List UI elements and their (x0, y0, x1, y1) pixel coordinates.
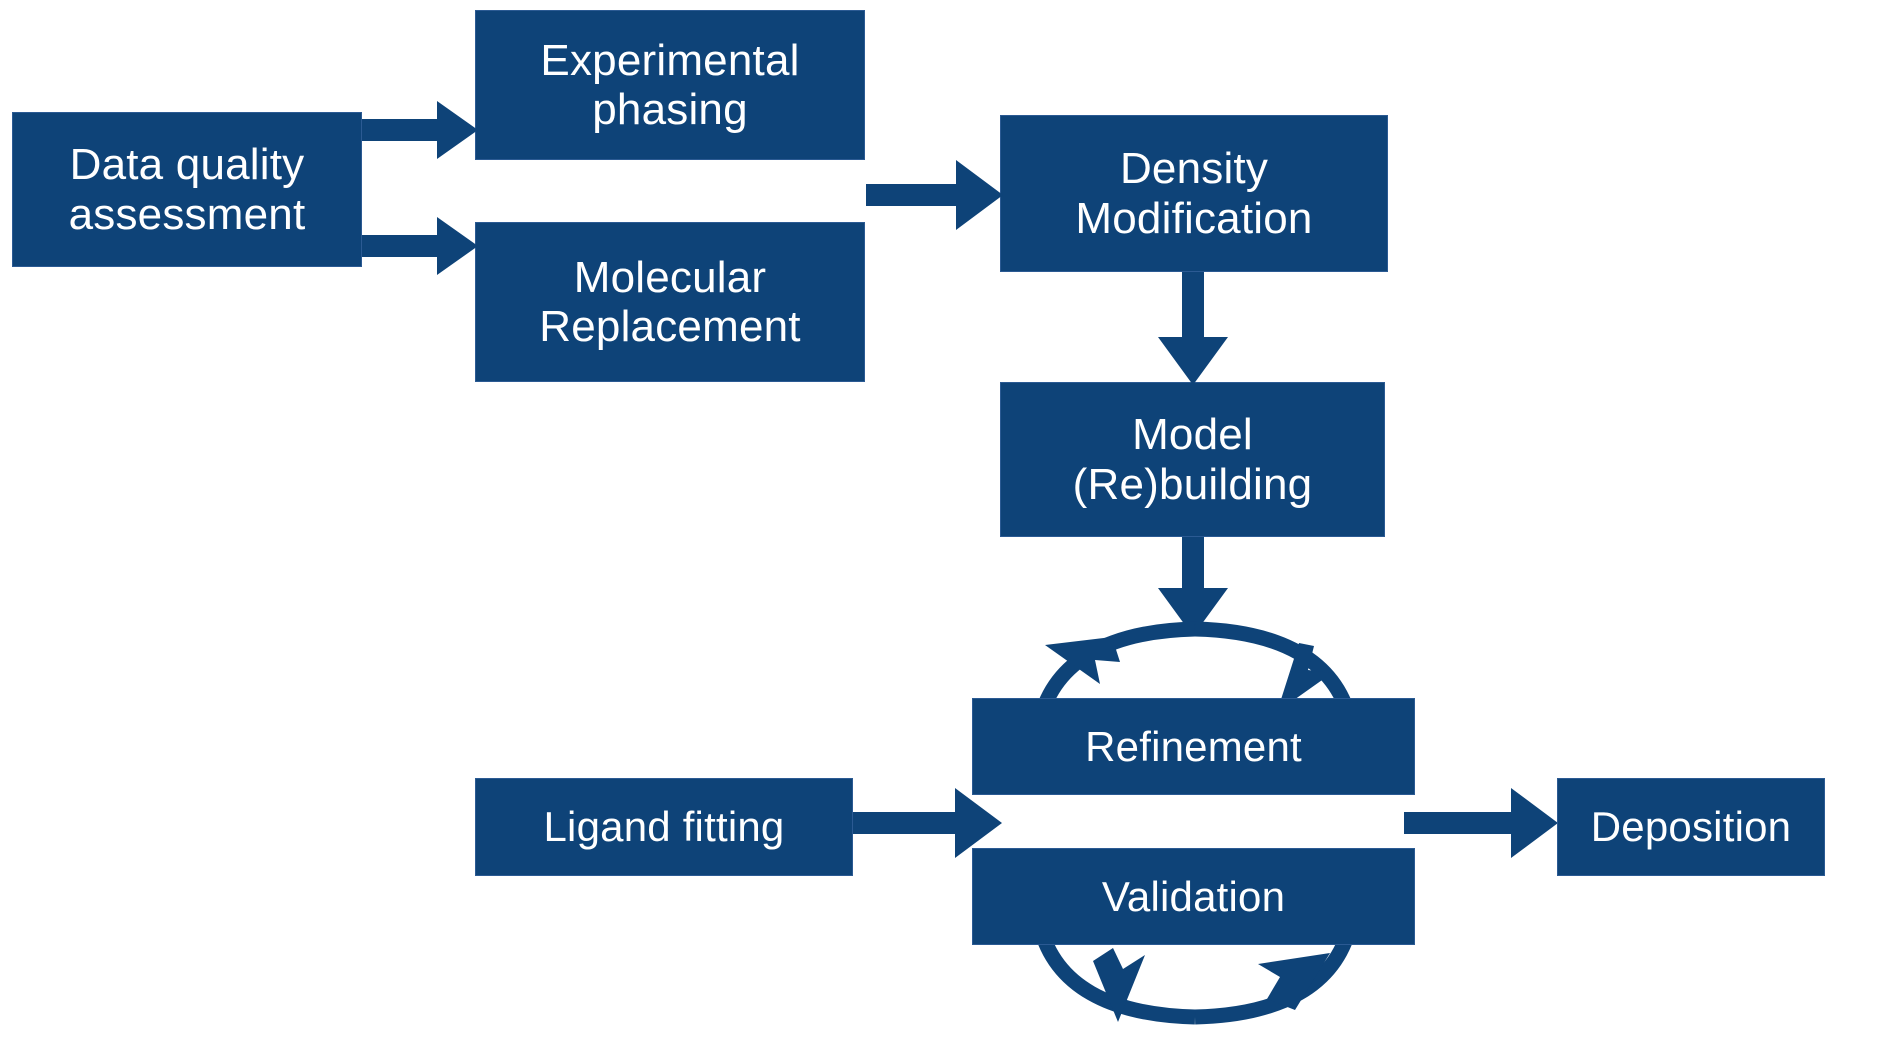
node-label-line2: (Re)building (1072, 459, 1313, 509)
node-label: Ligand fitting (543, 803, 785, 851)
arrow-modelbuild-to-refinement (1158, 537, 1228, 636)
node-label-line1: Model (1132, 410, 1253, 460)
node-label-line1: Molecular (573, 252, 767, 302)
node-validation[interactable]: Validation (972, 848, 1415, 945)
arrow-dataquality-to-expphasing (362, 101, 478, 159)
node-label: Deposition (1590, 803, 1792, 851)
node-label-line1: Data quality (69, 140, 305, 190)
arrow-phasing-to-densitymod (866, 160, 1003, 230)
node-label-line1: Density (1119, 144, 1269, 194)
node-label-line2: Modification (1075, 193, 1313, 243)
node-label-line1: Experimental (540, 35, 800, 85)
node-label-line2: assessment (68, 189, 306, 239)
arrow-densitymod-to-modelbuild (1158, 272, 1228, 385)
cycle-arrowhead-top-left (1045, 637, 1120, 684)
node-ligand-fitting[interactable]: Ligand fitting (475, 778, 853, 876)
node-label: Refinement (1085, 722, 1302, 770)
cycle-arrowhead-bottom-left (1093, 948, 1145, 1022)
cycle-arrowhead-bottom-right (1258, 953, 1330, 1010)
arrow-cycle-to-deposition (1404, 788, 1558, 858)
node-model-rebuilding[interactable]: Model(Re)building (1000, 382, 1385, 537)
node-deposition[interactable]: Deposition (1557, 778, 1825, 876)
node-label: Model(Re)building (1057, 410, 1329, 509)
node-label: Validation (1101, 872, 1286, 920)
node-label-line2: phasing (592, 85, 748, 134)
arrow-dataquality-to-molrep (362, 217, 478, 275)
node-label-line2: Replacement (539, 302, 801, 351)
node-refinement[interactable]: Refinement (972, 698, 1415, 795)
